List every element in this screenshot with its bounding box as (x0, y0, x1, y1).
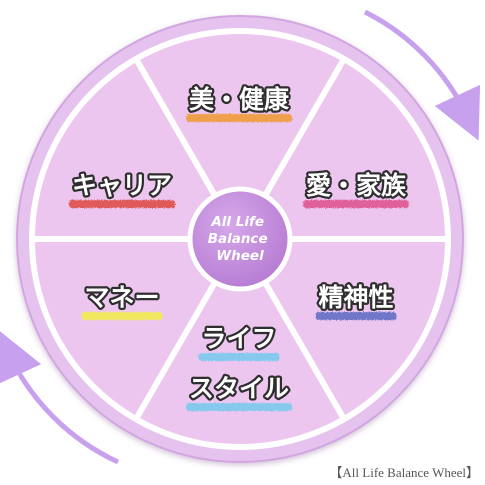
segment-underline (81, 312, 163, 320)
segment-underline (186, 114, 292, 122)
segment-underline (186, 403, 292, 411)
segment-love-family: 愛・家族 (303, 169, 409, 208)
center-label-line-3: Wheel (216, 248, 264, 264)
segment-career: キャリア (69, 169, 175, 208)
center-label-line-2: Balance (208, 231, 268, 247)
segment-label: 愛・家族 (306, 171, 407, 200)
segment-label: 美・健康 (189, 85, 290, 114)
segment-beauty-health: 美・健康 (186, 83, 292, 122)
segment-label: ライフ (201, 324, 276, 353)
segment-money: マネー (81, 281, 163, 320)
segment-underline (303, 200, 409, 208)
center-circle (187, 186, 293, 292)
segment-label: マネー (84, 283, 159, 312)
segment-underline (315, 312, 397, 320)
segment-label: 精神性 (318, 283, 393, 312)
center-label-line-1: All Life (210, 214, 264, 230)
top-right-arrow (363, 9, 481, 141)
segment-label: キャリア (72, 171, 172, 200)
caption: 【All Life Balance Wheel】 (329, 465, 479, 480)
bottom-left-arrow (0, 329, 120, 465)
segment-underline (198, 353, 280, 361)
segment-label: スタイル (189, 374, 289, 403)
segment-spirituality: 精神性 (315, 281, 397, 320)
center-label: All Life Balance Wheel (208, 214, 273, 264)
segment-underline (69, 200, 175, 208)
